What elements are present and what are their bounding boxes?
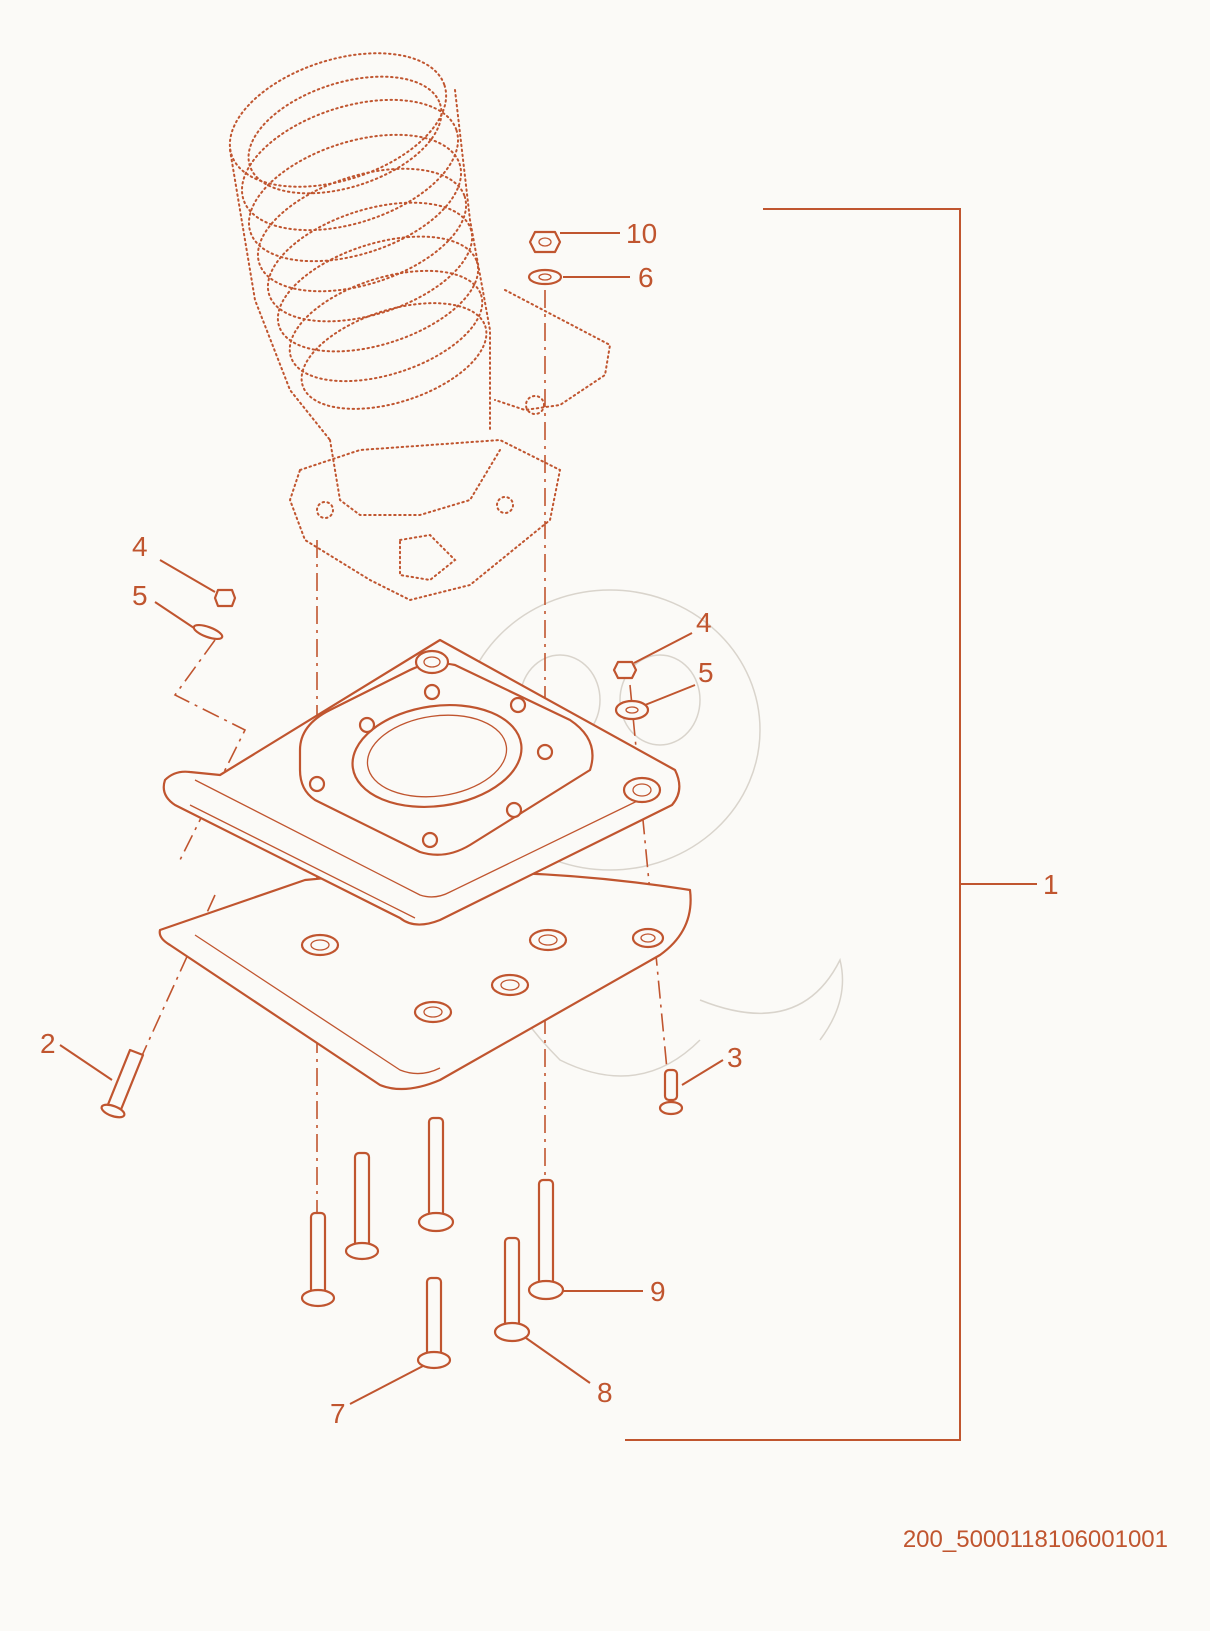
callout-6: 6 [638,262,654,293]
mounting-frame [162,638,681,926]
callout-10: 10 [626,218,657,249]
callout-9: 9 [650,1276,666,1307]
callout-5-left: 5 [132,580,148,611]
leader-lines [59,208,1037,1441]
callout-labels: 1 2 3 4 5 4 5 6 7 8 9 10 [40,218,1059,1429]
bellows-boot [228,52,612,602]
callout-2: 2 [40,1028,56,1059]
drawing-code: 200_5000118106001001 [903,1526,1168,1553]
callout-7: 7 [330,1398,346,1429]
callout-3: 3 [727,1042,743,1073]
callout-1: 1 [1043,869,1059,900]
callout-5-right: 5 [698,657,714,688]
callout-4-left: 4 [132,531,148,562]
hardware [100,230,684,1370]
callout-8: 8 [597,1377,613,1408]
callout-4-right: 4 [696,607,712,638]
